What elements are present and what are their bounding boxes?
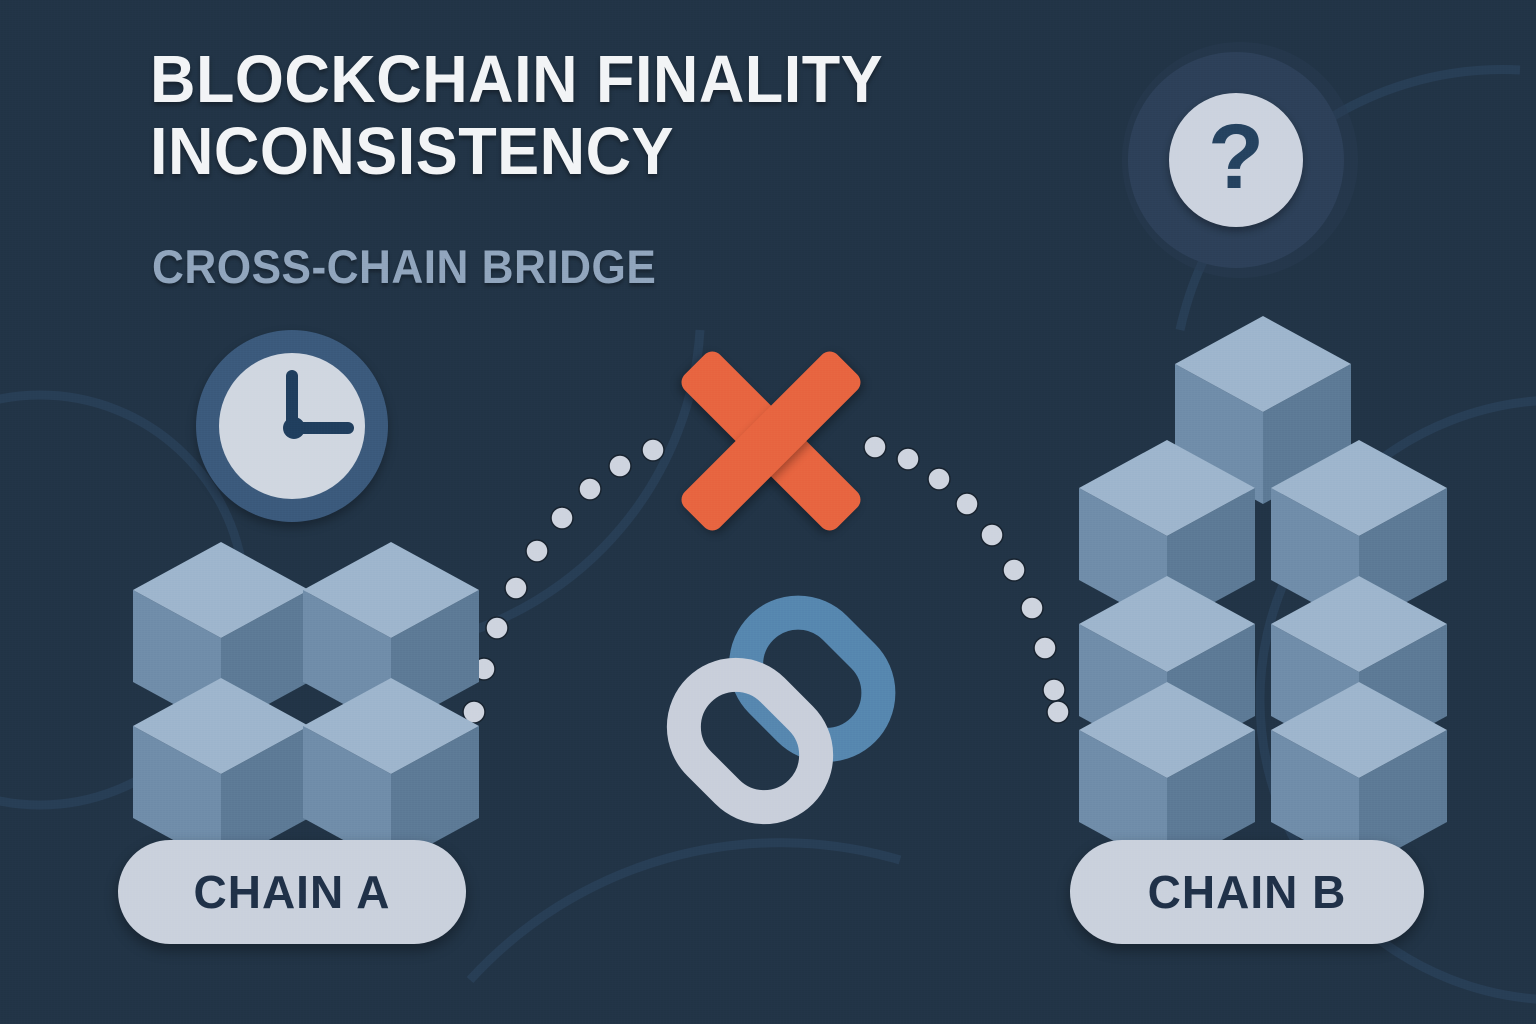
chain-b-block <box>1168 310 1358 510</box>
clock-hour-hand <box>292 422 354 434</box>
chain-link-icon <box>634 578 924 846</box>
chain-b-block <box>1072 676 1262 876</box>
chain-a-block <box>296 672 486 872</box>
chain-a-label: CHAIN A <box>118 840 466 944</box>
chain-b-label: CHAIN B <box>1070 840 1424 944</box>
question-mark-icon: ? <box>1128 52 1344 268</box>
chain-b-block <box>1264 676 1454 876</box>
page-subtitle: CROSS-CHAIN BRIDGE <box>152 240 657 293</box>
clock-minute-hand <box>286 370 298 432</box>
question-badge-glyph: ? <box>1207 106 1265 208</box>
question-badge-disc <box>1169 93 1303 227</box>
x-mark-icon <box>660 330 882 552</box>
chain-a-block <box>126 672 316 872</box>
chain-link-lower <box>666 657 834 825</box>
clock-center-pin <box>283 417 305 439</box>
page-title: BLOCKCHAIN FINALITY INCONSISTENCY <box>150 42 884 189</box>
clock-icon <box>196 330 388 522</box>
